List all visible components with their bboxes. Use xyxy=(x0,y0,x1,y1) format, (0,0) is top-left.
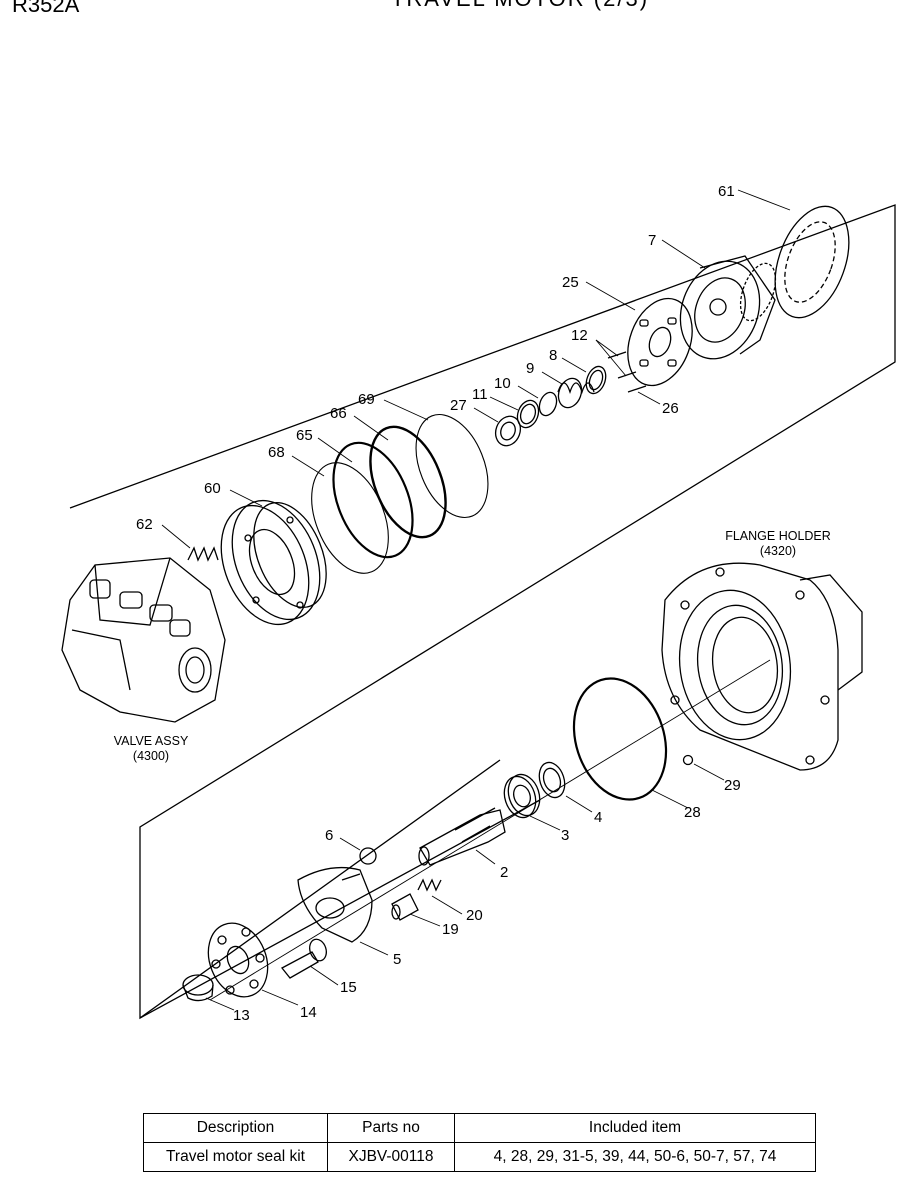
part-3-4-bearing xyxy=(503,761,566,819)
callout-62: 62 xyxy=(136,516,153,533)
valve-assy-drawing xyxy=(61,557,226,723)
callout-28: 28 xyxy=(684,804,701,821)
callout-2: 2 xyxy=(500,864,508,881)
table-row: Travel motor seal kit XJBV-00118 4, 28, … xyxy=(143,1142,816,1172)
flange-holder-drawing xyxy=(661,562,863,771)
part-25-valve-plate xyxy=(627,297,693,387)
callout-26: 26 xyxy=(662,400,679,417)
header-description: Description xyxy=(143,1113,328,1143)
callout-11: 11 xyxy=(472,386,488,403)
exploded-parts-diagram: 61 7 25 12 8 9 10 11 27 26 69 66 65 68 6… xyxy=(61,183,896,1024)
part-14-retainer-plate xyxy=(207,922,269,998)
callout-20: 20 xyxy=(466,907,483,924)
assembly-labels: VALVE ASSY (4300) FLANGE HOLDER (4320) xyxy=(114,529,831,763)
cell-description: Travel motor seal kit xyxy=(143,1142,328,1172)
callout-14: 14 xyxy=(300,1004,317,1021)
callout-61: 61 xyxy=(718,183,735,200)
flange-holder-label: FLANGE HOLDER xyxy=(725,529,831,543)
callout-5: 5 xyxy=(393,951,401,968)
cell-parts-no: XJBV-00118 xyxy=(327,1142,455,1172)
part-7-cylinder-block xyxy=(679,255,777,360)
callout-66: 66 xyxy=(330,405,347,422)
callout-69: 69 xyxy=(358,391,375,408)
leader-lines xyxy=(161,189,791,1011)
part-15-piston xyxy=(281,938,327,979)
part-5-swash-plate xyxy=(297,866,373,943)
callout-7: 7 xyxy=(648,232,656,249)
header-parts-no: Parts no xyxy=(327,1113,455,1143)
assembly-frame xyxy=(69,204,896,1020)
callout-6: 6 xyxy=(325,827,333,844)
header-included-item: Included item xyxy=(454,1113,816,1143)
callout-8: 8 xyxy=(549,347,557,364)
callout-numbers: 61 7 25 12 8 9 10 11 27 26 69 66 65 68 6… xyxy=(136,183,741,1024)
part-6-ball xyxy=(359,847,377,865)
part-19-20-piston-spring xyxy=(391,878,442,921)
small-rings-group xyxy=(494,365,607,447)
callout-15: 15 xyxy=(340,979,357,996)
callout-27: 27 xyxy=(450,397,467,414)
callout-10: 10 xyxy=(494,375,511,392)
part-12-pins xyxy=(607,351,647,393)
part-62-spring xyxy=(187,546,219,562)
model-code: R352A xyxy=(12,0,80,17)
flange-holder-code: (4320) xyxy=(760,544,796,558)
table-header-row: Description Parts no Included item xyxy=(143,1113,816,1143)
callout-13: 13 xyxy=(233,1007,250,1024)
valve-assy-label: VALVE ASSY xyxy=(114,734,189,748)
part-61-plate xyxy=(774,205,850,319)
valve-assy-code: (4300) xyxy=(133,749,169,763)
callout-3: 3 xyxy=(561,827,569,844)
callout-12: 12 xyxy=(571,327,588,344)
callout-29: 29 xyxy=(724,777,741,794)
part-29-o-ring xyxy=(682,754,694,766)
callout-4: 4 xyxy=(594,809,602,826)
cell-included-item: 4, 28, 29, 31-5, 39, 44, 50-6, 50-7, 57,… xyxy=(454,1142,816,1172)
o-rings-group xyxy=(311,413,489,574)
center-axis-line xyxy=(209,659,771,1001)
part-28-o-ring xyxy=(572,677,668,801)
callout-19: 19 xyxy=(442,921,459,938)
callout-9: 9 xyxy=(526,360,534,377)
callout-60: 60 xyxy=(204,480,221,497)
seal-kit-table: Description Parts no Included item Trave… xyxy=(143,1113,816,1172)
page-heading: TRAVEL MOTOR (2/3) xyxy=(360,0,680,12)
callout-65: 65 xyxy=(296,427,313,444)
part-60-port-plate xyxy=(220,499,327,626)
part-2-shaft xyxy=(418,807,506,866)
part-13-ball-guide xyxy=(182,974,214,1002)
callout-25: 25 xyxy=(562,274,579,291)
callout-68: 68 xyxy=(268,444,285,461)
